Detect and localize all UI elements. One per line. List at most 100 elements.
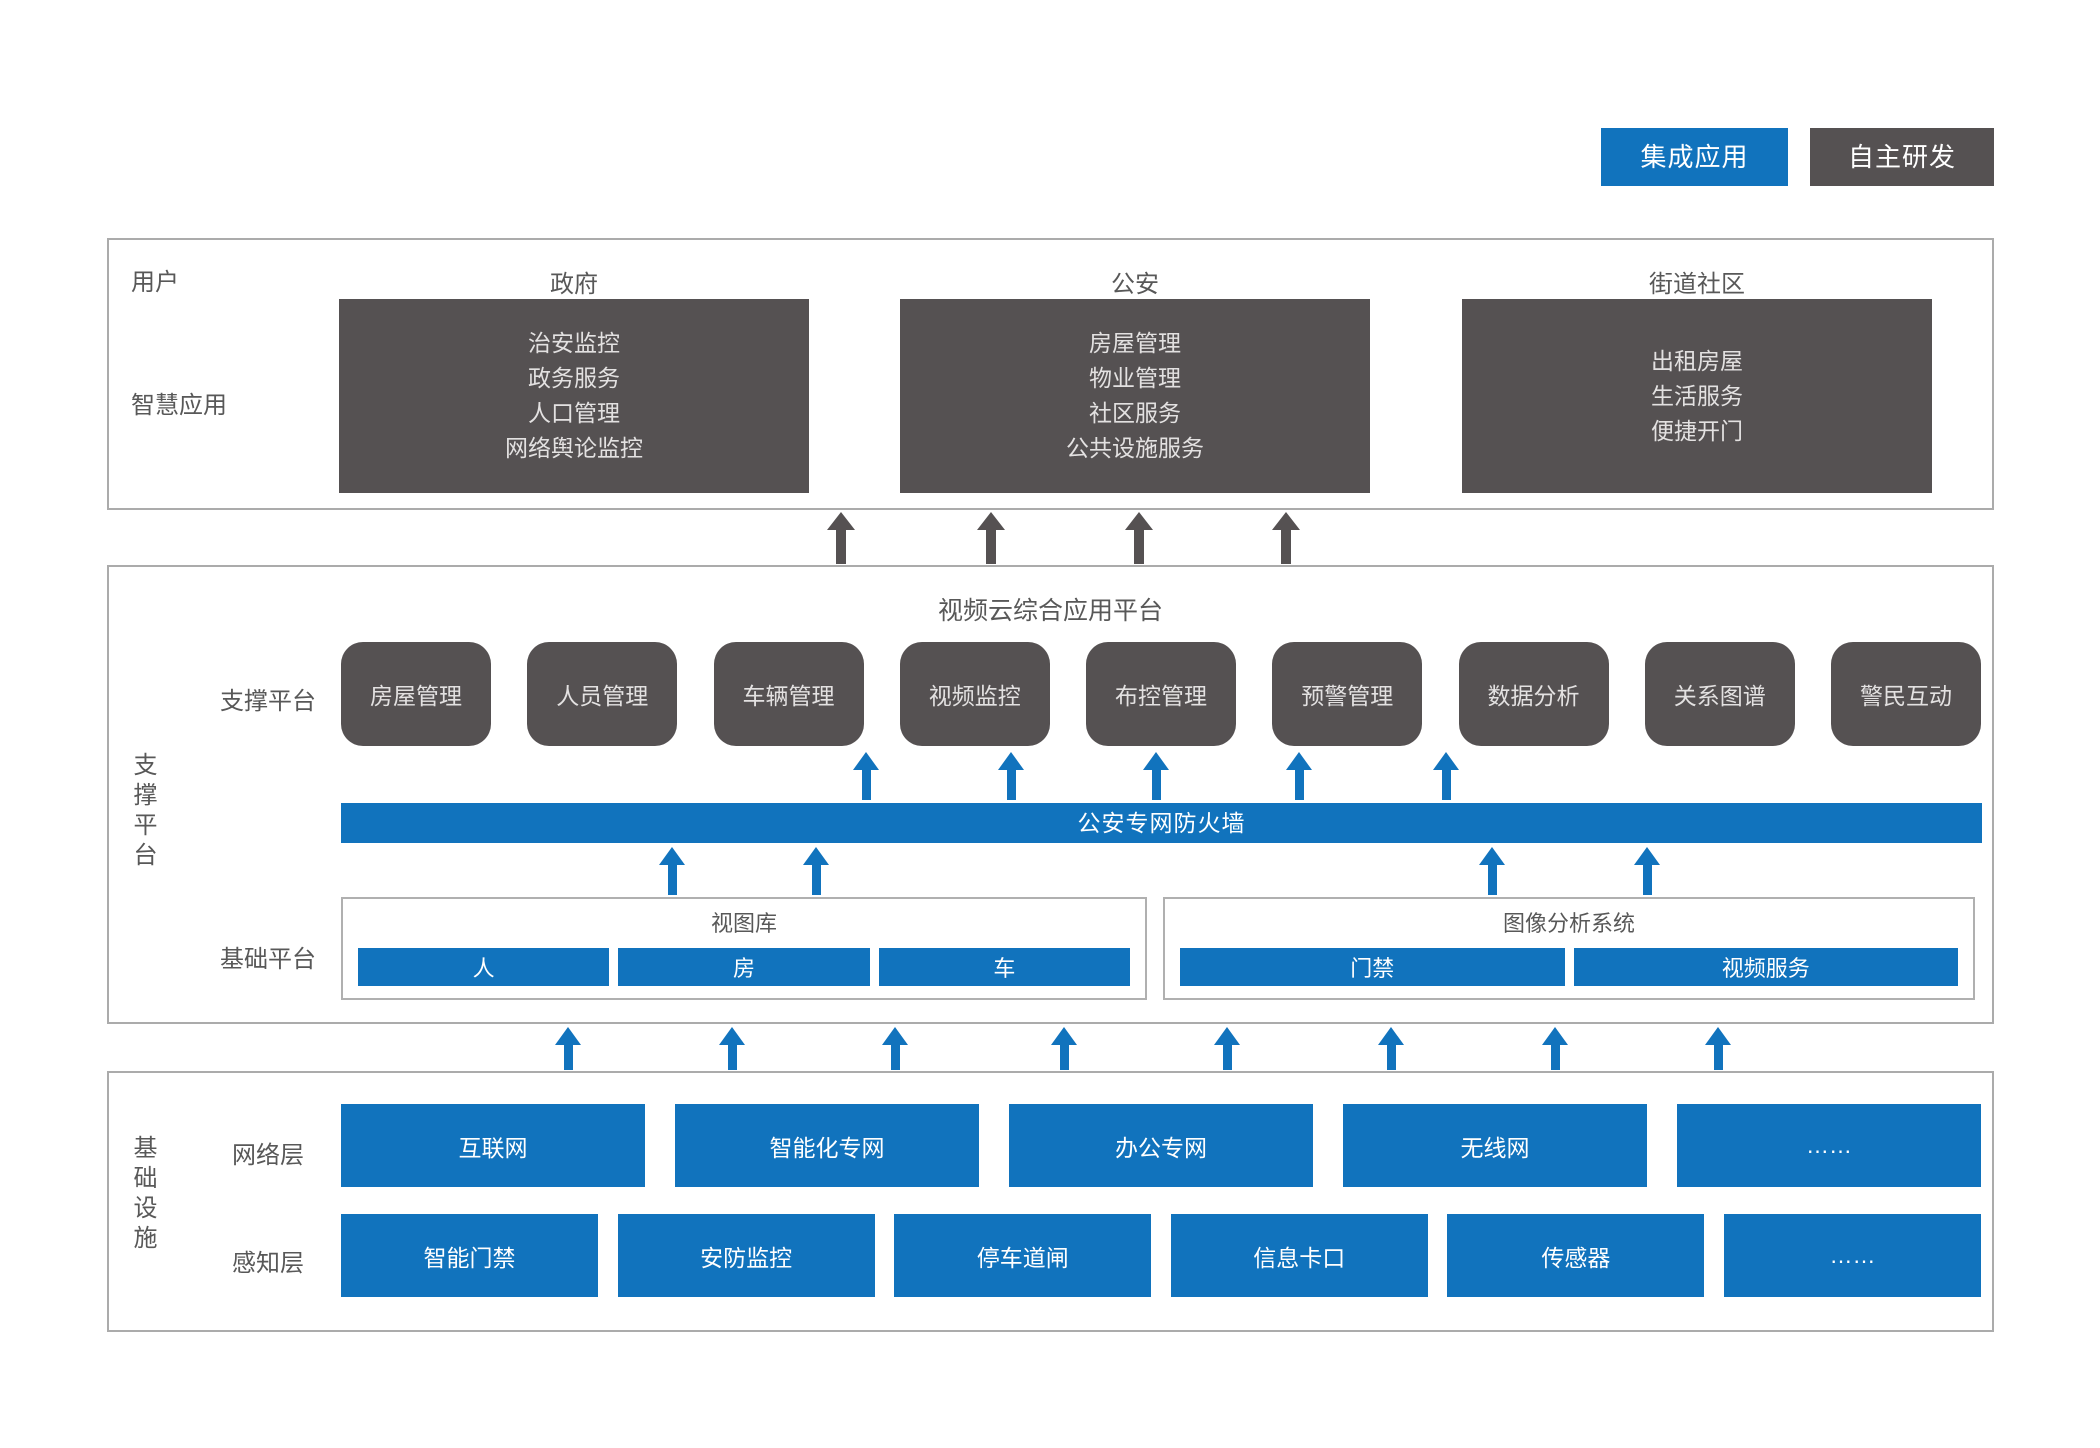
arrow-head [853,752,879,770]
sensing-security-monitor: 安防监控 [617,1214,875,1297]
platform-title: 视频云综合应用平台 [937,597,1163,625]
arrow-stem [1642,865,1652,895]
bar-access-control: 门禁 [1180,948,1565,986]
police-network-firewall-bar: 公安专网防火墙 [341,803,1982,843]
up-arrow-icon [1125,512,1153,564]
network-intelligent-private: 智能化专网 [675,1104,979,1187]
module-vehicle-mgmt: 车辆管理 [713,642,864,746]
view-library-bars: 人 房 车 [343,938,1145,986]
arrow-stem [1222,1045,1232,1070]
arrow-head [719,1027,745,1045]
view-library-title: 视图库 [710,911,777,936]
up-arrow-icon [803,847,829,895]
column-header-police: 公安 [1111,271,1159,298]
network-office-private: 办公专网 [1009,1104,1313,1187]
government-app-panel: 治安监控 政务服务 人口管理 网络舆论监控 [339,299,809,493]
arrow-head [827,512,855,530]
arrow-head [1051,1027,1077,1045]
sensing-layer-label: 感知层 [232,1250,304,1277]
arrow-stem [1134,530,1144,564]
arrow-head [659,847,685,865]
arrow-stem [1441,770,1451,800]
sensing-layer-row: 智能门禁 安防监控 停车道闸 信息卡口 传感器 …… [341,1214,1981,1297]
up-arrow-icon [882,1027,908,1070]
arrow-head [1433,752,1459,770]
network-layer-row: 互联网 智能化专网 办公专网 无线网 …… [341,1104,1981,1187]
sensing-more: …… [1723,1214,1981,1297]
police-app-panel: 房屋管理 物业管理 社区服务 公共设施服务 [900,299,1370,493]
module-housing-mgmt: 房屋管理 [341,642,491,746]
app-item: 社区服务 [1089,400,1181,426]
arrow-stem [836,530,846,564]
network-more: …… [1677,1104,1981,1187]
arrow-head [1378,1027,1404,1045]
up-arrow-icon [555,1027,581,1070]
up-arrow-icon [827,512,855,564]
arrow-head [1214,1027,1240,1045]
module-control-mgmt: 布控管理 [1086,642,1236,746]
users-row-label: 用户 [131,269,179,296]
up-arrow-icon [719,1027,745,1070]
view-library-group: 视图库 人 房 车 [341,897,1147,1000]
app-item: 公共设施服务 [1066,435,1204,461]
arrow-head [803,847,829,865]
community-app-panel: 出租房屋 生活服务 便捷开门 [1462,299,1932,493]
up-arrow-icon [1479,847,1505,895]
arrow-head [882,1027,908,1045]
bar-person: 人 [358,948,610,986]
up-arrow-icon [1286,752,1312,800]
up-arrow-icon [1378,1027,1404,1070]
base-platform-row-label: 基础平台 [220,946,316,973]
arrow-stem [667,865,677,895]
platform-section: 视频云综合应用平台 支撑平台 支撑平台 房屋管理 人员管理 车辆管理 视频监控 … [107,565,1994,1024]
arrow-stem [1294,770,1304,800]
arrow-head [1286,752,1312,770]
arrow-head [977,512,1005,530]
support-platform-row-label: 支撑平台 [220,688,316,715]
arrow-head [1143,752,1169,770]
arrow-head [1479,847,1505,865]
bar-video-service: 视频服务 [1573,948,1958,986]
arrow-head [998,752,1024,770]
up-arrow-icon [853,752,879,800]
network-wireless: 无线网 [1343,1104,1647,1187]
arrow-stem [1487,865,1497,895]
arrow-stem [1059,1045,1069,1070]
arrow-head [1634,847,1660,865]
up-arrow-icon [659,847,685,895]
sensing-parking-gate: 停车道闸 [894,1214,1152,1297]
up-arrow-icon [977,512,1005,564]
up-arrow-icon [1143,752,1169,800]
bar-house: 房 [618,948,870,986]
column-header-community: 街道社区 [1649,271,1745,298]
app-item: 网络舆论监控 [505,435,643,461]
up-arrow-icon [1051,1027,1077,1070]
arrow-stem [1713,1045,1723,1070]
network-layer-label: 网络层 [232,1142,304,1169]
legend-self-developed: 自主研发 [1810,128,1994,186]
arrow-stem [890,1045,900,1070]
image-analysis-group: 图像分析系统 门禁 视频服务 [1163,897,1975,1000]
support-modules-row: 房屋管理 人员管理 车辆管理 视频监控 布控管理 预警管理 数据分析 关系图谱 … [341,642,1981,746]
app-item: 治安监控 [528,330,620,356]
infrastructure-section: 基础设施 网络层 互联网 智能化专网 办公专网 无线网 …… 感知层 智能门禁 … [107,1071,1994,1332]
arrow-stem [1151,770,1161,800]
arrow-head [1542,1027,1568,1045]
up-arrow-icon [1542,1027,1568,1070]
arrow-stem [1006,770,1016,800]
arrow-stem [986,530,996,564]
platform-side-label: 支撑平台 [129,752,156,872]
module-alert-mgmt: 预警管理 [1272,642,1423,746]
arrow-head [1125,512,1153,530]
module-personnel-mgmt: 人员管理 [527,642,678,746]
image-analysis-bars: 门禁 视频服务 [1165,938,1973,986]
arrow-stem [1386,1045,1396,1070]
user-application-section: 用户 政府 公安 街道社区 智慧应用 治安监控 政务服务 人口管理 网络舆论监控… [107,238,1994,510]
arrow-stem [563,1045,573,1070]
arrow-stem [1550,1045,1560,1070]
arrow-head [555,1027,581,1045]
up-arrow-icon [1433,752,1459,800]
up-arrow-icon [1272,512,1300,564]
arrow-head [1705,1027,1731,1045]
